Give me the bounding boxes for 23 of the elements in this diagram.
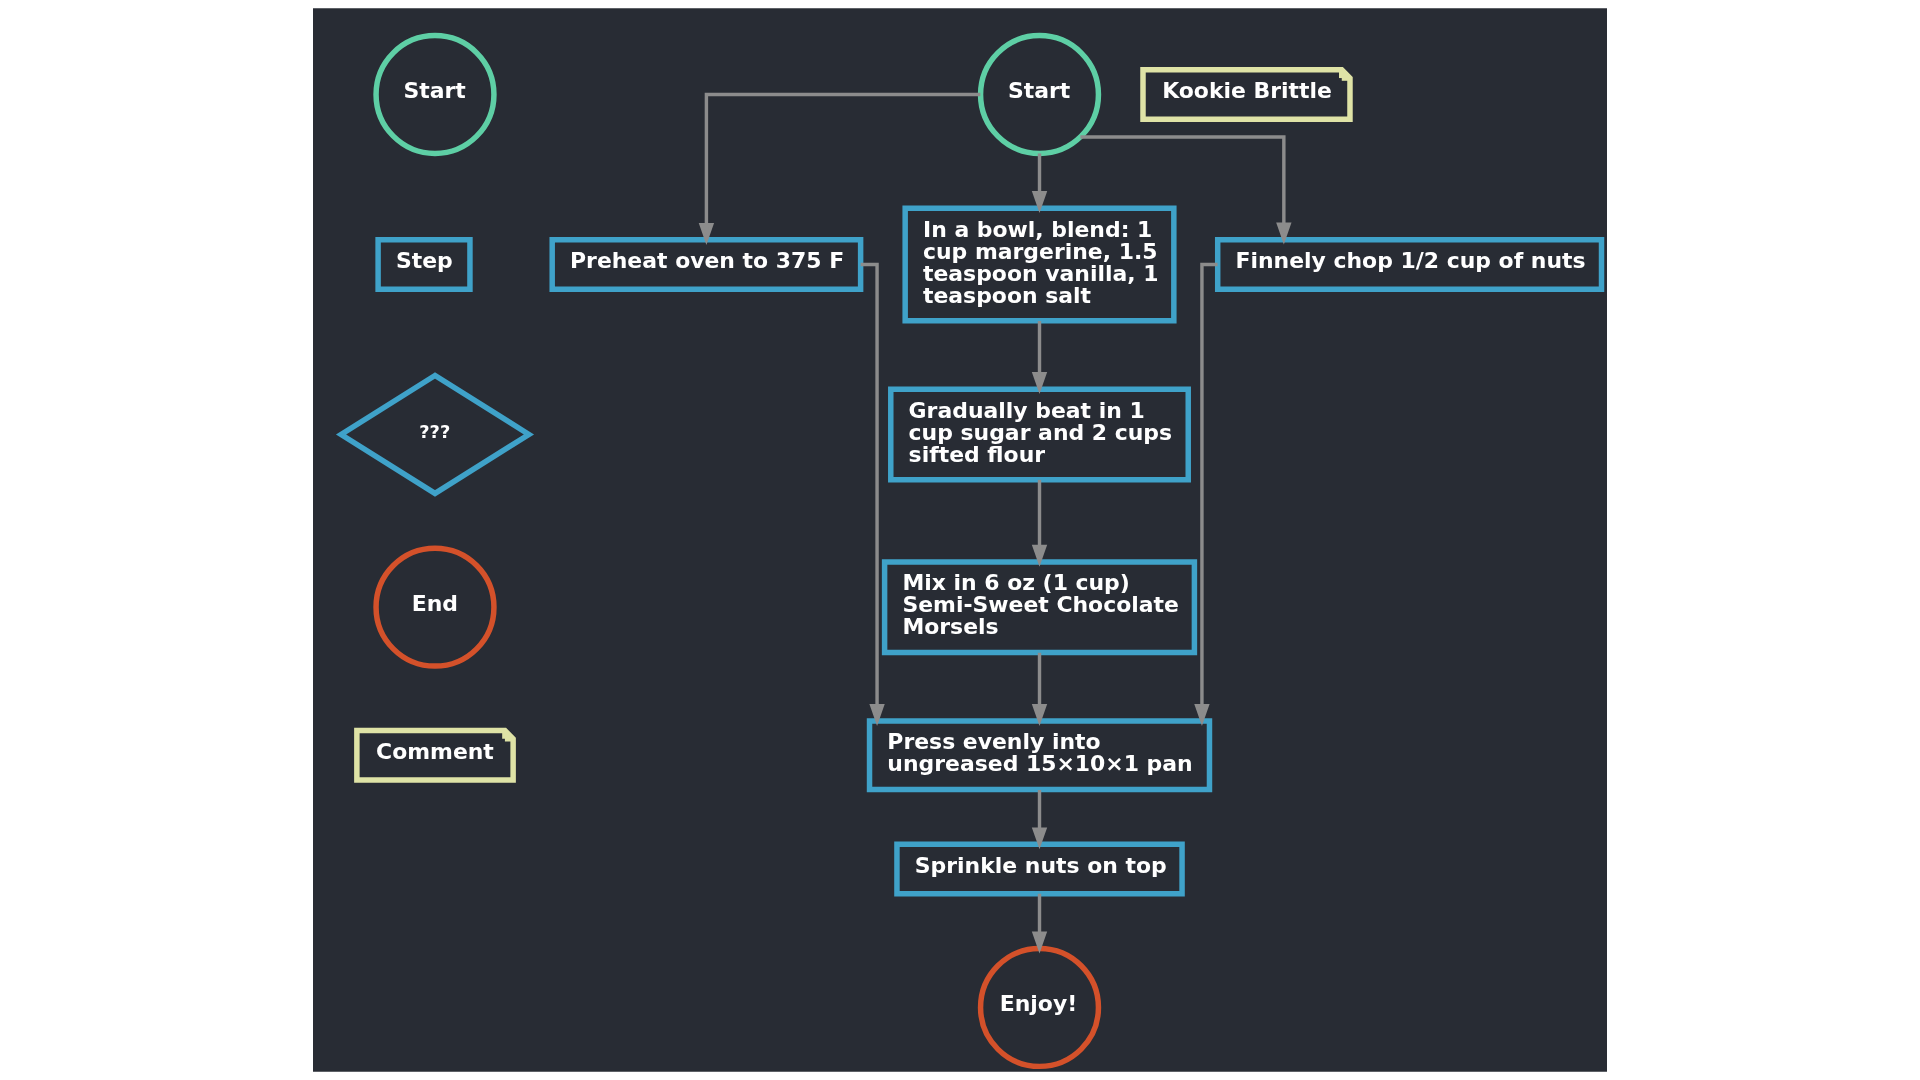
arrow bbox=[1194, 262, 1218, 726]
node-circle: Start bbox=[373, 32, 497, 157]
arrow bbox=[1080, 135, 1292, 245]
node-box: In a bowl, blend: 1 cup margerine, 1.5 teaspoon vanilla, 1 teaspoon salt bbox=[902, 205, 1177, 324]
node-circle: End bbox=[373, 545, 497, 669]
node-box: Finnely chop 1/2 cup of nuts bbox=[1214, 237, 1605, 292]
node-diamond: ??? bbox=[335, 372, 535, 497]
arrow bbox=[698, 92, 981, 245]
arrow bbox=[1031, 893, 1048, 954]
node-box: Mix in 6 oz (1 cup) Semi-Sweet Chocolate Morsels bbox=[881, 559, 1198, 656]
arrow bbox=[1031, 321, 1048, 394]
arrow bbox=[1031, 789, 1048, 850]
arrow bbox=[1031, 652, 1048, 726]
node-box: Press evenly into ungreased 15×10×1 pan bbox=[866, 718, 1213, 793]
node-circle: Start bbox=[977, 32, 1102, 157]
node-box: Sprinkle nuts on top bbox=[894, 841, 1185, 897]
arrow bbox=[860, 262, 885, 726]
node-box: Gradually beat in 1 cup sugar and 2 cups sifted flour bbox=[888, 386, 1191, 483]
node-box: Step bbox=[375, 237, 473, 292]
node-circle: Enjoy! bbox=[977, 945, 1102, 1070]
node-box: Preheat oven to 375 F bbox=[549, 237, 864, 292]
arrow bbox=[1031, 153, 1048, 214]
arrow bbox=[1031, 479, 1048, 567]
